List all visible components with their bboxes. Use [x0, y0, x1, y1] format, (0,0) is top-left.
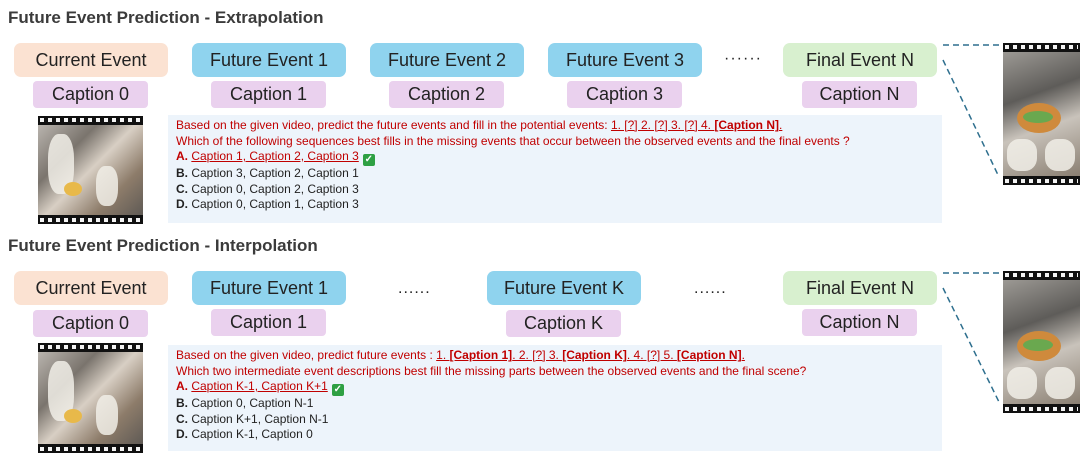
interpolation-title: Future Event Prediction - Interpolation: [8, 236, 318, 255]
ellipsis: ······: [724, 50, 762, 67]
caption-k-ref: [Caption K]: [562, 348, 627, 362]
option-letter: C.: [176, 411, 188, 426]
question-line-1: Based on the given video, predict the fu…: [176, 118, 934, 134]
option-c: C. Caption K+1, Caption N-1: [176, 412, 934, 428]
future-event-2-box: Future Event 2: [370, 43, 524, 77]
question-prefix: Based on the given video, predict future…: [176, 348, 437, 362]
current-event-box: Current Event: [14, 271, 168, 305]
seq-part: 1.: [436, 348, 450, 362]
option-text: Caption K+1, Caption N-1: [191, 411, 329, 426]
final-event-box: Final Event N: [783, 271, 937, 305]
event-sequence: 1. [Caption 1]. 2. [?] 3. [Caption K]. 4…: [436, 348, 745, 362]
future-event-k-box: Future Event K: [487, 271, 641, 305]
option-text: Caption 3, Caption 2, Caption 1: [191, 166, 359, 180]
caption-3: Caption 3: [567, 81, 682, 108]
caption-2: Caption 2: [389, 81, 504, 108]
question-line-2: Which two intermediate event description…: [176, 363, 807, 378]
connector-lines: [942, 44, 1000, 403]
dashed-connector: [942, 59, 1000, 178]
period: .: [779, 118, 783, 132]
blank-sequence: 1. [?] 2. [?] 3. [?] 4. [Caption N].: [611, 118, 782, 132]
seq-part: . 4. [?] 5.: [626, 348, 677, 362]
check-icon: ✓: [331, 384, 344, 396]
option-d: D. Caption 0, Caption 1, Caption 3: [176, 197, 934, 213]
option-a: A. Caption 1, Caption 2, Caption 3✓: [176, 149, 934, 166]
dashed-connector: [942, 287, 1000, 403]
option-d: D. Caption K-1, Caption 0: [176, 427, 934, 443]
final-caption-ref: [Caption N]: [714, 118, 780, 132]
interpolation-question-box: Based on the given video, predict future…: [168, 345, 942, 451]
option-letter: A.: [176, 379, 188, 393]
option-a: A. Caption K-1, Caption K+1✓: [176, 379, 934, 396]
caption-1: Caption 1: [211, 309, 326, 336]
option-text: Caption 1, Caption 2, Caption 3: [191, 149, 359, 163]
option-letter: D.: [176, 197, 188, 211]
caption-0: Caption 0: [33, 81, 148, 108]
extrapolation-question-box: Based on the given video, predict the fu…: [168, 115, 942, 223]
current-video-thumbnail: [38, 116, 143, 224]
final-video-thumbnail: [1003, 271, 1080, 413]
current-video-thumbnail: [38, 343, 143, 453]
future-event-1-box: Future Event 1: [192, 43, 346, 77]
extrapolation-title: Future Event Prediction - Extrapolation: [8, 8, 324, 27]
option-b: B. Caption 3, Caption 2, Caption 1: [176, 166, 934, 182]
final-event-box: Final Event N: [783, 43, 937, 77]
option-letter: A.: [176, 149, 188, 163]
caption-1-ref: [Caption 1]: [449, 348, 513, 362]
final-video-thumbnail: [1003, 43, 1080, 185]
future-event-3-box: Future Event 3: [548, 43, 702, 77]
caption-n: Caption N: [802, 81, 917, 108]
option-text: Caption 0, Caption N-1: [191, 396, 314, 410]
caption-n: Caption N: [802, 309, 917, 336]
check-icon: ✓: [362, 154, 375, 166]
caption-1: Caption 1: [211, 81, 326, 108]
future-event-1-box: Future Event 1: [192, 271, 346, 305]
option-letter: B.: [176, 166, 188, 180]
option-letter: C.: [176, 181, 188, 196]
option-c: C. Caption 0, Caption 2, Caption 3: [176, 182, 934, 198]
option-text: Caption K-1, Caption K+1: [191, 379, 328, 393]
current-event-box: Current Event: [14, 43, 168, 77]
option-letter: B.: [176, 396, 188, 410]
option-text: Caption 0, Caption 2, Caption 3: [191, 181, 359, 196]
blanks: 1. [?] 2. [?] 3. [?] 4.: [610, 118, 715, 132]
ellipsis: ......: [694, 280, 727, 297]
seq-part: . 2. [?] 3.: [512, 348, 563, 362]
caption-k: Caption K: [506, 310, 621, 337]
question-line-2: Which of the following sequences best fi…: [176, 133, 850, 148]
question-line-1: Based on the given video, predict future…: [176, 348, 934, 364]
option-letter: D.: [176, 427, 188, 441]
caption-0: Caption 0: [33, 310, 148, 337]
question-prefix: Based on the given video, predict the fu…: [176, 118, 611, 132]
option-b: B. Caption 0, Caption N-1: [176, 396, 934, 412]
period: .: [741, 348, 745, 362]
option-text: Caption 0, Caption 1, Caption 3: [191, 197, 359, 211]
ellipsis: ......: [398, 280, 431, 297]
option-text: Caption K-1, Caption 0: [191, 427, 313, 441]
caption-n-ref: [Caption N]: [676, 348, 742, 362]
